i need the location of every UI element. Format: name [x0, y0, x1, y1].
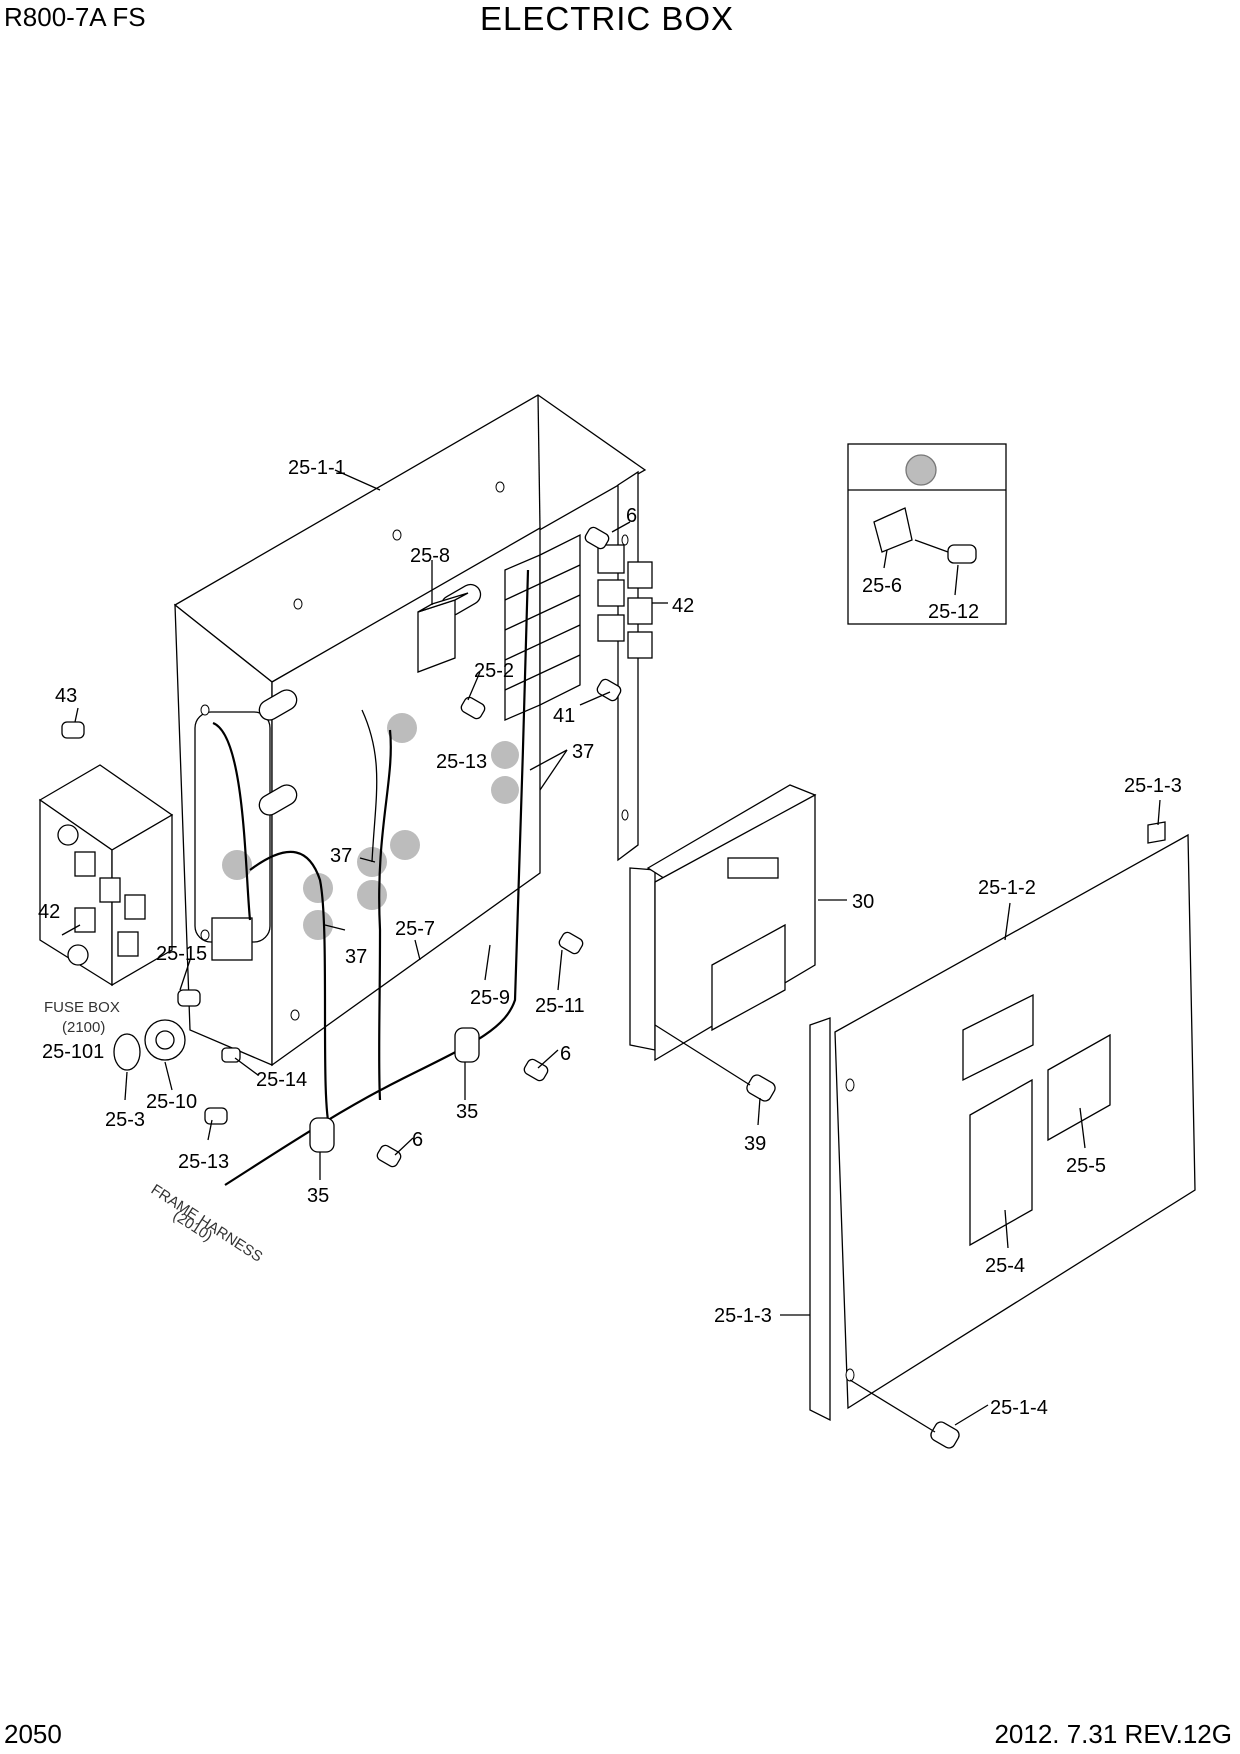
- fuse-relay-2: [99, 877, 121, 903]
- fuse-relay-5: [117, 931, 139, 957]
- label-43: 43: [55, 685, 77, 707]
- fuse-relay-1: [74, 851, 96, 877]
- label-25-6: 25-6: [862, 575, 902, 597]
- label-25-4: 25-4: [985, 1255, 1025, 1277]
- module-25-8: [417, 592, 469, 673]
- relay-right-1: [597, 544, 625, 574]
- label-35-left: 35: [307, 1185, 329, 1207]
- label-25-8: 25-8: [410, 545, 450, 567]
- cover-window: [962, 993, 1034, 1082]
- fuse-box-assembly: [38, 764, 174, 987]
- relay-right-4: [627, 597, 653, 625]
- label-35-right: 35: [456, 1101, 478, 1123]
- label-6-mid: 6: [560, 1043, 571, 1065]
- detail-inset-clip: [847, 443, 1007, 625]
- label-25-2: 25-2: [474, 660, 514, 682]
- label-25-101: 25-101: [42, 1041, 104, 1063]
- relay-fuse-block: [504, 533, 653, 721]
- label-37-lower: 37: [345, 946, 367, 968]
- label-25-1-1: 25-1-1: [288, 457, 346, 479]
- label-25-13-bottom: 25-13: [178, 1151, 229, 1173]
- label-25-1-3-left: 25-1-3: [714, 1305, 772, 1327]
- fuse-relay-3: [124, 894, 146, 920]
- relay-right-3: [597, 579, 625, 607]
- label-6-low: 6: [412, 1129, 423, 1151]
- label-42-left: 42: [38, 901, 60, 923]
- label-25-10: 25-10: [146, 1091, 197, 1113]
- fuse-knob-top: [57, 824, 79, 846]
- label-41: 41: [553, 705, 575, 727]
- label-25-9: 25-9: [470, 987, 510, 1009]
- electric-box-housing: [173, 394, 647, 1067]
- fuse-box-ref: (2100): [62, 1019, 105, 1036]
- clip-25-6: [873, 507, 913, 553]
- label-37-mid: 37: [330, 845, 352, 867]
- controller-30: [629, 784, 817, 1062]
- label-25-5: 25-5: [1066, 1155, 1106, 1177]
- key-switch-25-10: [113, 1019, 186, 1071]
- detail-marker-circle: [905, 454, 937, 486]
- label-42-right: 42: [672, 595, 694, 617]
- relay-right-2: [627, 561, 653, 589]
- page-number: 2050: [4, 1719, 62, 1749]
- label-25-1-2: 25-1-2: [978, 877, 1036, 899]
- clamp-35-right: [454, 1027, 480, 1063]
- controller-connector-window: [711, 923, 786, 1032]
- label-plate-25-5: [1047, 1033, 1111, 1142]
- clamp-35-left: [309, 1117, 335, 1153]
- model-label: R800-7A FS: [4, 2, 146, 32]
- leader-lines: [61, 469, 1161, 1433]
- fuse-knob-bottom: [67, 944, 89, 966]
- relay-right-5: [597, 614, 625, 642]
- label-25-13-top: 25-13: [436, 751, 487, 773]
- label-25-1-4: 25-1-4: [990, 1397, 1048, 1419]
- label-39: 39: [744, 1133, 766, 1155]
- label-25-12: 25-12: [928, 601, 979, 623]
- revision-date: 2012. 7.31 REV.12G: [994, 1719, 1232, 1749]
- label-25-1-3-top: 25-1-3: [1124, 775, 1182, 797]
- page-title: ELECTRIC BOX: [480, 0, 735, 37]
- fuse-relay-4: [74, 907, 96, 933]
- label-25-11: 25-11: [535, 995, 585, 1017]
- relay-right-6: [627, 631, 653, 659]
- bolt-25-12: [947, 544, 977, 564]
- label-plate-25-4: [969, 1078, 1033, 1247]
- frame-harness-label: FRAME HARNESS: [148, 1181, 266, 1266]
- label-25-7: 25-7: [395, 918, 435, 940]
- fuse-box-label: FUSE BOX: [44, 999, 120, 1016]
- label-25-3: 25-3: [105, 1109, 145, 1131]
- label-30: 30: [852, 891, 874, 913]
- label-25-14: 25-14: [256, 1069, 307, 1091]
- label-25-15: 25-15: [156, 943, 207, 965]
- controller-indicator-lamps: [727, 857, 779, 879]
- label-37-upper: 37: [572, 741, 594, 763]
- key-ring-25-3: [113, 1033, 141, 1071]
- cover-plate-25-1-2: [809, 821, 1196, 1422]
- label-6-top: 6: [626, 505, 637, 527]
- tab-25-1-3: [1147, 821, 1166, 844]
